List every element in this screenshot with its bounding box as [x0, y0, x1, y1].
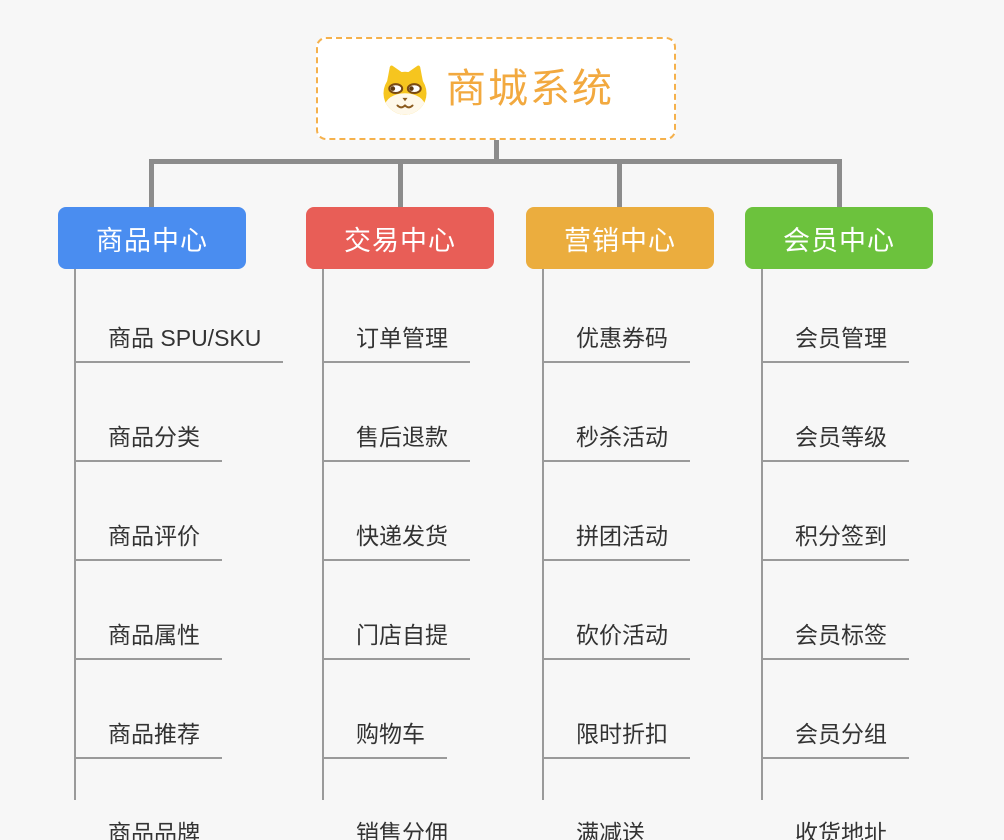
- root-title: 商城系统: [446, 66, 614, 111]
- child-node[interactable]: 购物车: [322, 660, 447, 759]
- child-node[interactable]: 商品属性: [74, 561, 222, 660]
- child-node[interactable]: 满减送: [542, 759, 667, 840]
- branch-trunk-line: [761, 269, 763, 800]
- branch-header-3[interactable]: 会员中心: [745, 207, 933, 269]
- branch-header-0[interactable]: 商品中心: [58, 207, 246, 269]
- child-node[interactable]: 秒杀活动: [542, 363, 690, 462]
- child-node[interactable]: 商品 SPU/SKU: [74, 269, 284, 363]
- child-node[interactable]: 会员等级: [761, 363, 909, 462]
- child-node[interactable]: 会员管理: [761, 269, 909, 363]
- dog-face-icon: [378, 62, 432, 116]
- child-node[interactable]: 会员标签: [761, 561, 909, 660]
- child-node[interactable]: 积分签到: [761, 462, 909, 561]
- branch-trunk-line: [74, 269, 76, 800]
- branch: 营销中心 优惠券码秒杀活动拼团活动砍价活动限时折扣满减送: [526, 207, 714, 840]
- child-node[interactable]: 订单管理: [322, 269, 470, 363]
- connector-drop-line: [617, 159, 622, 208]
- branch-header-2[interactable]: 营销中心: [526, 207, 714, 269]
- child-node[interactable]: 优惠券码: [542, 269, 690, 363]
- connector-drop-line: [398, 159, 403, 208]
- child-node[interactable]: 砍价活动: [542, 561, 690, 660]
- branch: 会员中心 会员管理会员等级积分签到会员标签会员分组收货地址: [745, 207, 933, 840]
- child-node[interactable]: 商品评价: [74, 462, 222, 561]
- root-node[interactable]: 商城系统: [316, 37, 676, 140]
- connector-drop-line: [837, 159, 842, 208]
- branch-children: 会员管理会员等级积分签到会员标签会员分组收货地址: [745, 269, 933, 840]
- child-node[interactable]: 会员分组: [761, 660, 909, 759]
- child-node[interactable]: 快递发货: [322, 462, 470, 561]
- child-node[interactable]: 拼团活动: [542, 462, 690, 561]
- child-node[interactable]: 收货地址: [761, 759, 909, 840]
- branch-children: 订单管理售后退款快递发货门店自提购物车销售分佣: [306, 269, 494, 840]
- branch-header-1[interactable]: 交易中心: [306, 207, 494, 269]
- branch-trunk-line: [322, 269, 324, 800]
- connector-root-stem: [494, 139, 499, 161]
- connector-drop-line: [149, 159, 154, 208]
- child-node[interactable]: 售后退款: [322, 363, 470, 462]
- child-node[interactable]: 限时折扣: [542, 660, 690, 759]
- connector-bus-line: [150, 159, 842, 164]
- child-node[interactable]: 销售分佣: [322, 759, 470, 840]
- child-node[interactable]: 商品品牌: [74, 759, 222, 840]
- branch-children: 优惠券码秒杀活动拼团活动砍价活动限时折扣满减送: [526, 269, 714, 840]
- child-node[interactable]: 商品分类: [74, 363, 222, 462]
- child-node[interactable]: 门店自提: [322, 561, 470, 660]
- branch-trunk-line: [542, 269, 544, 800]
- child-node[interactable]: 商品推荐: [74, 660, 222, 759]
- branch: 交易中心 订单管理售后退款快递发货门店自提购物车销售分佣: [306, 207, 494, 840]
